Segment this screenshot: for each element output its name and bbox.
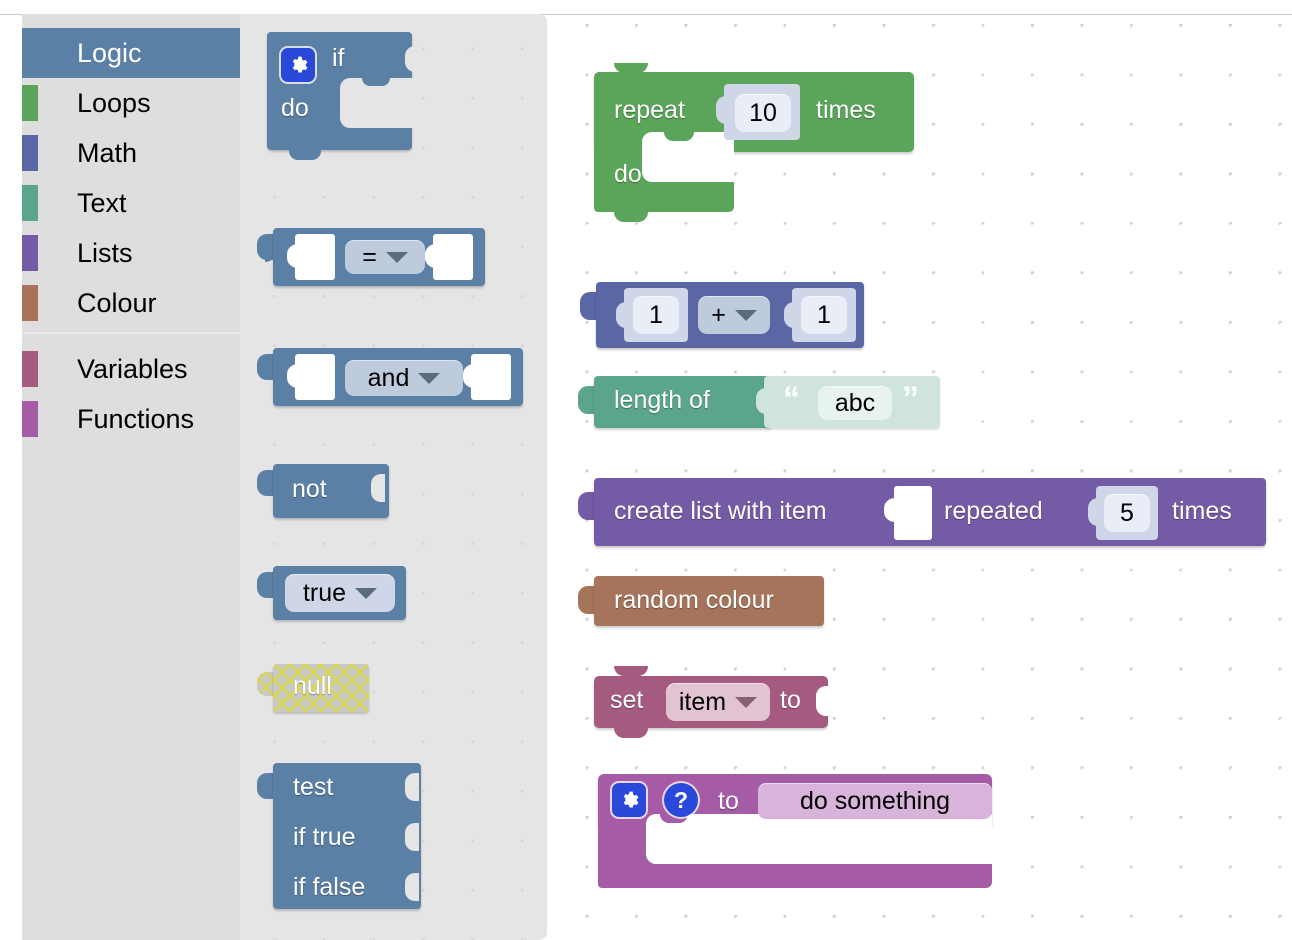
gear-icon[interactable] <box>612 783 646 817</box>
create-list-label: create list with item <box>614 497 827 525</box>
logic-operator-dropdown[interactable]: and <box>345 360 463 396</box>
flyout-block-not[interactable]: not <box>257 454 445 520</box>
category-divider <box>22 332 240 334</box>
flyout-block-null[interactable]: null <box>257 654 425 714</box>
logic-operator-value: and <box>367 363 410 392</box>
flyout-block-boolean[interactable]: true <box>257 554 445 620</box>
sidebar-item-label: Colour <box>77 287 157 318</box>
sidebar-item-label: Variables <box>77 353 188 384</box>
arithmetic-operator-value: + <box>711 300 726 329</box>
text-value: abc <box>834 388 876 417</box>
times-label: times <box>816 96 876 124</box>
operator-dropdown[interactable]: = <box>345 240 425 274</box>
flyout-block-ternary[interactable]: test if true if false <box>257 749 465 909</box>
ternary-if-false-label: if false <box>293 873 366 901</box>
flyout-block-logic-operation[interactable]: and <box>257 334 545 406</box>
ternary-if-true-label: if true <box>293 823 356 851</box>
flyout-block-compare[interactable]: = <box>257 214 515 286</box>
chevron-down-icon <box>355 587 378 599</box>
top-border-divider <box>0 14 1292 15</box>
repeated-label: repeated <box>944 497 1043 525</box>
operator-value: = <box>362 242 377 271</box>
chevron-down-icon <box>418 372 441 384</box>
sidebar-item-label: Logic <box>77 37 142 68</box>
flyout-block-if[interactable]: if do <box>267 32 442 172</box>
chevron-down-icon <box>735 696 758 708</box>
text-value-field[interactable]: abc <box>818 386 892 420</box>
workspace-block-set-variable[interactable]: set item to <box>594 666 864 738</box>
category-swatch-icon <box>22 135 38 171</box>
left-operand-value: 1 <box>649 300 663 329</box>
sidebar-item-label: Functions <box>77 403 195 434</box>
gear-icon[interactable] <box>281 48 315 82</box>
to-label: to <box>718 787 739 815</box>
category-swatch-icon <box>22 351 38 387</box>
toolbox-flyout[interactable]: if do = <box>240 14 547 940</box>
set-label: set <box>610 686 644 714</box>
workspace-block-create-list[interactable]: create list with item repeated 5 times <box>578 474 1268 552</box>
sidebar-item-label: Loops <box>77 87 151 118</box>
sidebar-item-label: Math <box>77 137 138 168</box>
variable-dropdown[interactable]: item <box>666 683 770 721</box>
help-icon[interactable]: ? <box>664 783 698 817</box>
ternary-test-label: test <box>293 773 334 801</box>
category-swatch-icon <box>22 235 38 271</box>
boolean-dropdown[interactable]: true <box>285 574 395 612</box>
left-operand-field[interactable]: 1 <box>633 296 679 334</box>
category-swatch-icon <box>22 85 38 121</box>
sidebar-item-label: Lists <box>77 237 133 268</box>
sidebar-item-variables[interactable]: Variables <box>22 344 240 394</box>
to-label: to <box>780 686 801 714</box>
category-swatch-icon <box>22 401 38 437</box>
workspace-block-define-function[interactable]: ? to do something <box>598 774 1018 894</box>
chevron-down-icon <box>385 251 408 263</box>
arithmetic-operator-dropdown[interactable]: + <box>698 296 770 334</box>
sidebar-item-math[interactable]: Math <box>22 128 240 178</box>
category-swatch-icon <box>22 285 38 321</box>
repeat-count-value: 10 <box>749 98 777 127</box>
do-label: do <box>281 94 309 122</box>
sidebar-item-loops[interactable]: Loops <box>22 78 240 128</box>
repeat-count-field[interactable]: 5 <box>1104 494 1150 532</box>
sidebar-item-text[interactable]: Text <box>22 178 240 228</box>
if-label: if <box>332 44 345 72</box>
repeat-label: repeat <box>614 96 685 124</box>
sidebar-item-functions[interactable]: Functions <box>22 394 240 444</box>
workspace-block-text-length[interactable]: length of “ abc ” <box>578 374 948 432</box>
not-label: not <box>292 475 327 503</box>
chevron-down-icon <box>734 309 757 321</box>
quote-close-icon: ” <box>902 380 919 418</box>
toolbox-category-tree: Logic Loops Math Text Lists Colour Varia… <box>22 14 240 940</box>
sidebar-item-label: Text <box>77 187 127 218</box>
do-label: do <box>614 160 642 188</box>
workspace-block-arithmetic[interactable]: 1 + 1 <box>580 278 880 354</box>
null-label: null <box>293 672 332 700</box>
repeat-count-value: 5 <box>1120 498 1134 527</box>
sidebar-item-logic[interactable]: Logic <box>22 28 240 78</box>
variable-name: item <box>678 687 727 716</box>
right-operand-value: 1 <box>817 300 831 329</box>
length-of-label: length of <box>614 386 710 414</box>
category-swatch-icon <box>22 185 38 221</box>
sidebar-item-lists[interactable]: Lists <box>22 228 240 278</box>
quote-open-icon: “ <box>783 380 800 418</box>
workspace-block-random-colour[interactable]: random colour <box>578 574 838 630</box>
workspace-block-repeat[interactable]: repeat 10 times do <box>594 63 934 232</box>
function-name-field[interactable]: do something <box>758 783 992 819</box>
repeat-count-field[interactable]: 10 <box>735 94 791 132</box>
sidebar-item-colour[interactable]: Colour <box>22 278 240 328</box>
random-colour-label: random colour <box>614 586 774 614</box>
help-glyph: ? <box>673 786 689 813</box>
boolean-value: true <box>302 578 347 607</box>
function-name: do something <box>799 786 951 815</box>
right-operand-field[interactable]: 1 <box>801 296 847 334</box>
times-label: times <box>1172 497 1232 525</box>
